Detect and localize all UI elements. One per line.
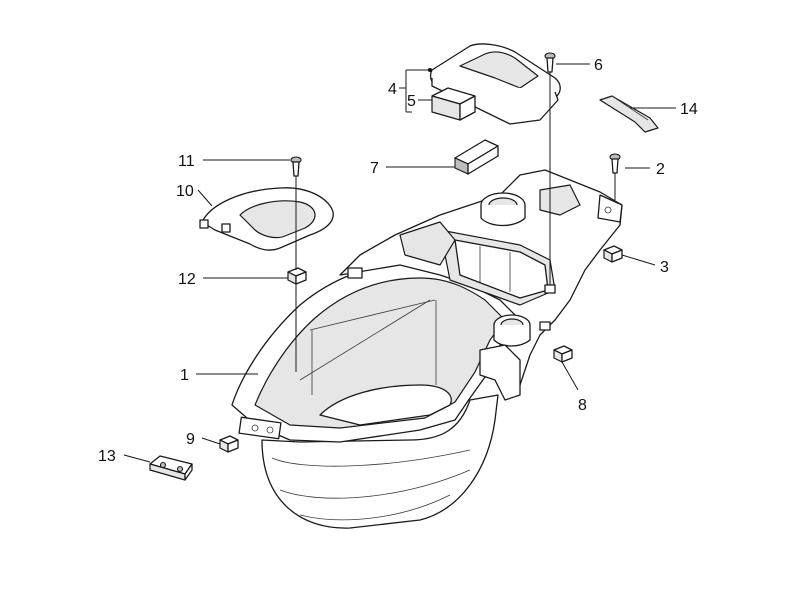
callout-12: 12 — [178, 271, 196, 288]
callout-6: 6 — [594, 57, 603, 74]
screw-part-6 — [544, 52, 556, 73]
screw-part-2 — [609, 153, 621, 174]
rubber-strip-part-14 — [599, 95, 659, 133]
callout-5: 5 — [407, 93, 416, 110]
callout-2: 2 — [656, 161, 665, 178]
helmet-compartment-part-1 — [231, 261, 541, 529]
callout-13: 13 — [98, 448, 116, 465]
callout-3: 3 — [660, 259, 669, 276]
plate-part-13 — [149, 455, 193, 481]
callout-1: 1 — [180, 367, 189, 384]
clip-nut-part-8 — [553, 345, 573, 363]
callout-4: 4 — [388, 81, 397, 98]
cover-part-10 — [199, 187, 334, 251]
clip-nut-part-9 — [219, 435, 239, 453]
screw-part-11 — [290, 156, 302, 177]
pad-block-part-5 — [431, 87, 476, 121]
clip-nut-part-3 — [603, 245, 623, 263]
clip-nut-part-12 — [287, 267, 307, 285]
callout-8: 8 — [578, 397, 587, 414]
leader-lines — [123, 63, 676, 463]
assembly-lines — [295, 72, 616, 372]
callout-11: 11 — [178, 153, 195, 170]
callout-10: 10 — [176, 183, 194, 200]
callout-labels: 1 2 3 4 5 6 7 8 9 10 11 12 13 14 — [98, 57, 698, 465]
callout-7: 7 — [370, 160, 379, 177]
lid-assembly-part-4 — [429, 43, 561, 125]
callout-14: 14 — [680, 101, 698, 118]
clip-block-part-7 — [454, 139, 499, 175]
callout-9: 9 — [186, 431, 195, 448]
